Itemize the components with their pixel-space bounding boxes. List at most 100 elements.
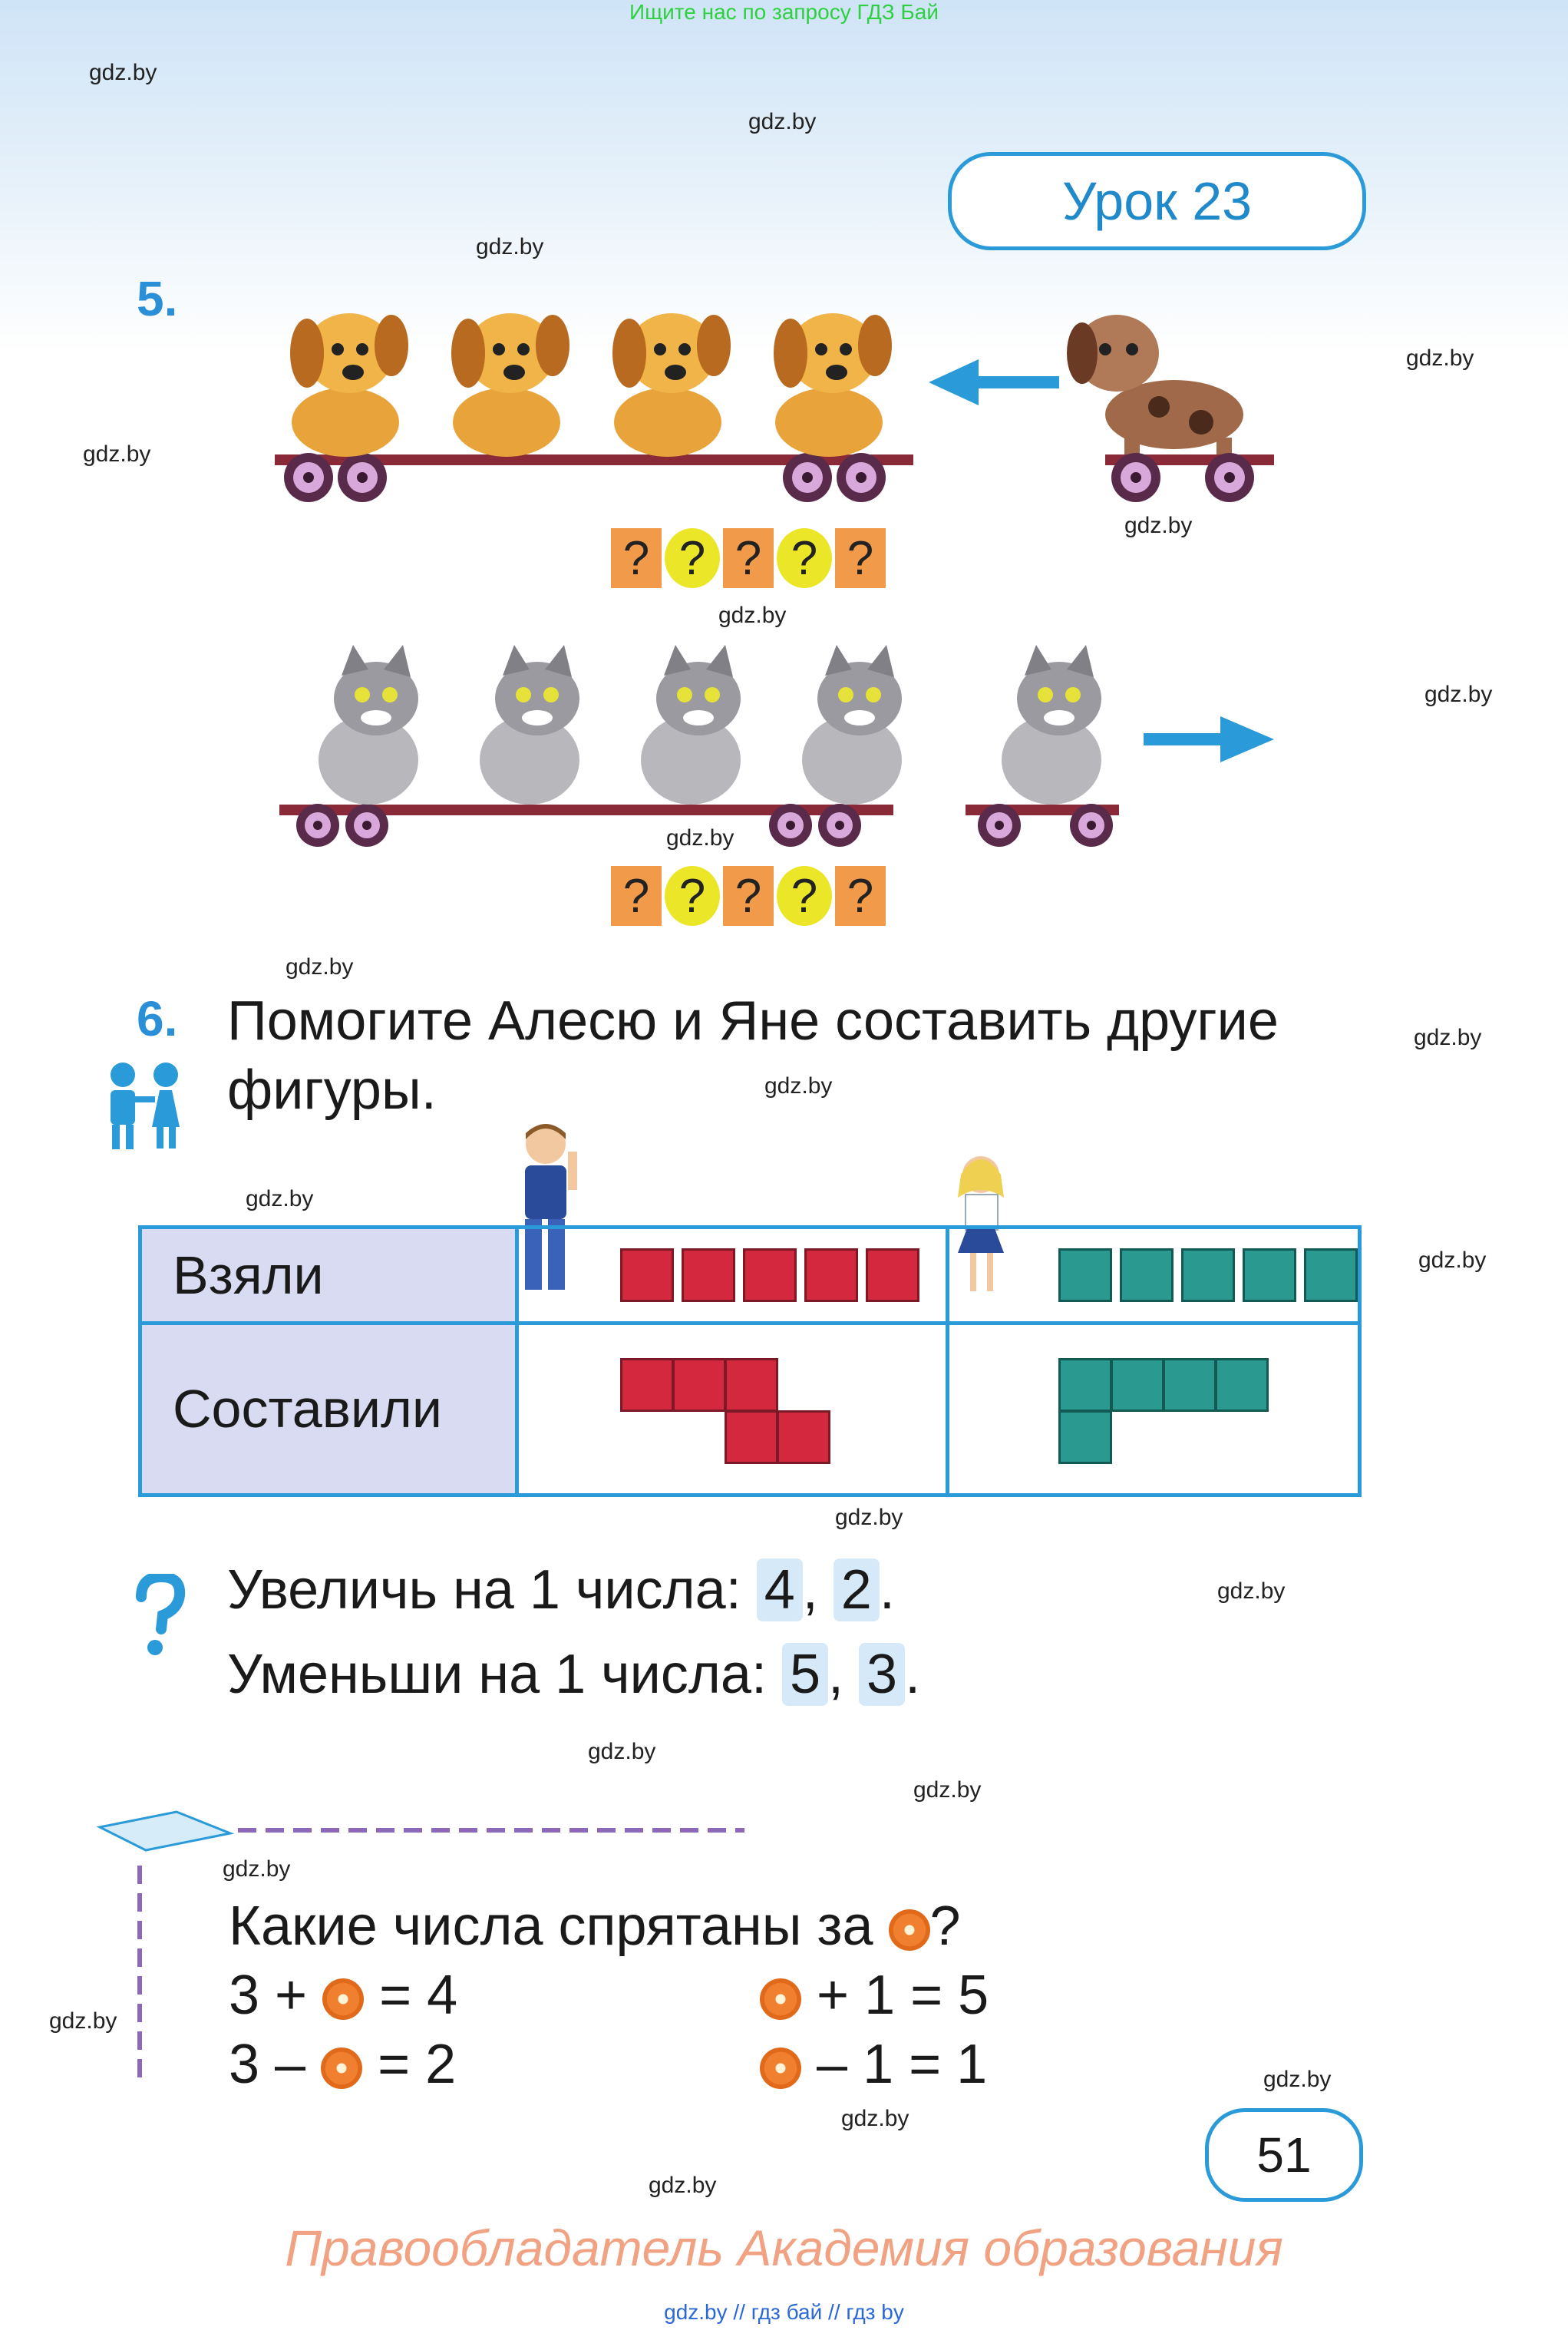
row-label-took: Взяли — [138, 1225, 519, 1325]
watermark: gdz.by — [49, 2008, 117, 2034]
wheel-icon — [1205, 453, 1254, 502]
watermark: gdz.by — [841, 2106, 909, 2131]
watermark: gdz.by — [718, 603, 787, 628]
top-banner[interactable]: Ищите нас по запросу ГДЗ Бай — [629, 0, 939, 24]
answer-circle[interactable]: ? — [777, 866, 832, 926]
watermark: gdz.by — [1263, 2067, 1332, 2092]
watermark: gdz.by — [764, 1073, 833, 1099]
equation-3-right: = 2 — [378, 2034, 457, 2095]
watermark: gdz.by — [1418, 1248, 1487, 1273]
equation-2-right: + 1 = 5 — [817, 1965, 989, 2026]
watermark: gdz.by — [1124, 513, 1193, 538]
task-5-number: 5. — [137, 271, 178, 326]
dot: . — [905, 1644, 921, 1705]
decrease-line: Уменьши на 1 числа: 5, 3. — [227, 1643, 920, 1706]
cat-icon — [641, 645, 741, 805]
watermark: gdz.by — [286, 954, 354, 980]
teal-square — [1181, 1248, 1235, 1302]
dogs-train-illustration — [275, 313, 1274, 502]
task-5-answer-row-2: ? ? ? ? ? — [611, 866, 886, 926]
answer-circle[interactable]: ? — [665, 866, 720, 926]
dog-icon — [290, 313, 408, 457]
dog-icon — [451, 313, 569, 457]
train-platform — [279, 805, 893, 815]
answer-square[interactable]: ? — [835, 528, 886, 588]
answer-square[interactable]: ? — [835, 866, 886, 926]
answer-circle[interactable]: ? — [665, 528, 720, 588]
cat-icon — [802, 645, 902, 805]
footer-links[interactable]: gdz.by // гдз бай // гдз by — [664, 2300, 904, 2324]
arrow-right-icon — [1144, 716, 1274, 762]
watermark: gdz.by — [83, 441, 151, 467]
yana-took-cell — [946, 1225, 1362, 1325]
row-label-composed: Составили — [138, 1320, 519, 1498]
watermark: gdz.by — [89, 60, 157, 85]
flower-icon[interactable] — [760, 2047, 801, 2089]
red-figure — [519, 1352, 946, 1466]
red-square — [619, 1358, 674, 1413]
watermark: gdz.by — [1217, 1578, 1286, 1604]
watermark: gdz.by — [748, 109, 817, 134]
cats-train-illustration — [279, 645, 1274, 847]
red-square — [681, 1248, 735, 1302]
wheel-icon — [818, 804, 861, 847]
equation-3-left: 3 – — [229, 2034, 306, 2095]
task-6-text-line-1: Помогите Алесю и Яне составить другие — [227, 990, 1279, 1052]
equation-4-right: – 1 = 1 — [817, 2034, 988, 2095]
flower-icon[interactable] — [321, 2047, 363, 2089]
red-square — [619, 1248, 674, 1302]
watermark: gdz.by — [246, 1186, 314, 1211]
answer-square[interactable]: ? — [723, 528, 774, 588]
teal-square — [1058, 1248, 1112, 1302]
watermark: gdz.by — [223, 1856, 291, 1882]
dot: . — [879, 1559, 895, 1621]
teal-square — [1120, 1248, 1174, 1302]
red-square — [724, 1358, 778, 1413]
red-squares-row — [619, 1248, 946, 1302]
answer-circle[interactable]: ? — [777, 528, 832, 588]
pair-work-icon — [111, 1063, 180, 1149]
wheel-icon — [837, 453, 886, 502]
teal-square — [1243, 1248, 1296, 1302]
puzzle-title-text: Какие числа спрятаны за — [229, 1895, 873, 1957]
watermark: gdz.by — [1406, 345, 1474, 371]
answer-square[interactable]: ? — [611, 866, 662, 926]
ales-composed-cell — [514, 1320, 950, 1498]
task-5-answer-row-1: ? ? ? ? ? — [611, 528, 886, 588]
cat-icon — [480, 645, 579, 805]
answer-square[interactable]: ? — [723, 866, 774, 926]
equation-4: – 1 = 1 — [760, 2033, 987, 2096]
red-square — [776, 1410, 830, 1465]
flower-icon[interactable] — [760, 1978, 801, 2020]
spotted-dog-icon — [1067, 315, 1243, 476]
flower-icon — [888, 1909, 930, 1951]
task-6-number: 6. — [137, 991, 178, 1046]
watermark: gdz.by — [588, 1739, 656, 1764]
equation-1-left: 3 + — [229, 1965, 308, 2026]
teal-square — [1058, 1410, 1112, 1465]
copyright-owner: Правообладатель Академия образования — [285, 2219, 1283, 2276]
watermark: gdz.by — [666, 825, 734, 851]
dog-icon — [774, 313, 892, 457]
puzzle-title-question: ? — [929, 1895, 961, 1957]
teal-square — [1058, 1358, 1112, 1413]
page-number: 51 — [1205, 2108, 1363, 2202]
train-platform — [275, 454, 913, 465]
teal-figure — [949, 1352, 1358, 1466]
question-mark-icon — [136, 1574, 186, 1655]
yana-composed-cell — [946, 1320, 1362, 1498]
teal-square — [1304, 1248, 1358, 1302]
wheel-icon — [345, 804, 388, 847]
task-6-text-line-2: фигуры. — [227, 1059, 437, 1121]
flower-icon[interactable] — [322, 1978, 365, 2020]
teal-squares-row — [1058, 1248, 1358, 1302]
increase-number-1: 4 — [756, 1558, 803, 1621]
open-book-icon — [96, 1810, 235, 1852]
wheel-icon — [978, 804, 1021, 847]
comma: , — [828, 1644, 844, 1705]
teal-square — [1215, 1358, 1269, 1413]
answer-square[interactable]: ? — [611, 528, 662, 588]
ales-took-cell — [514, 1225, 950, 1325]
teal-square — [1111, 1358, 1164, 1413]
equation-2: + 1 = 5 — [760, 1964, 989, 2027]
